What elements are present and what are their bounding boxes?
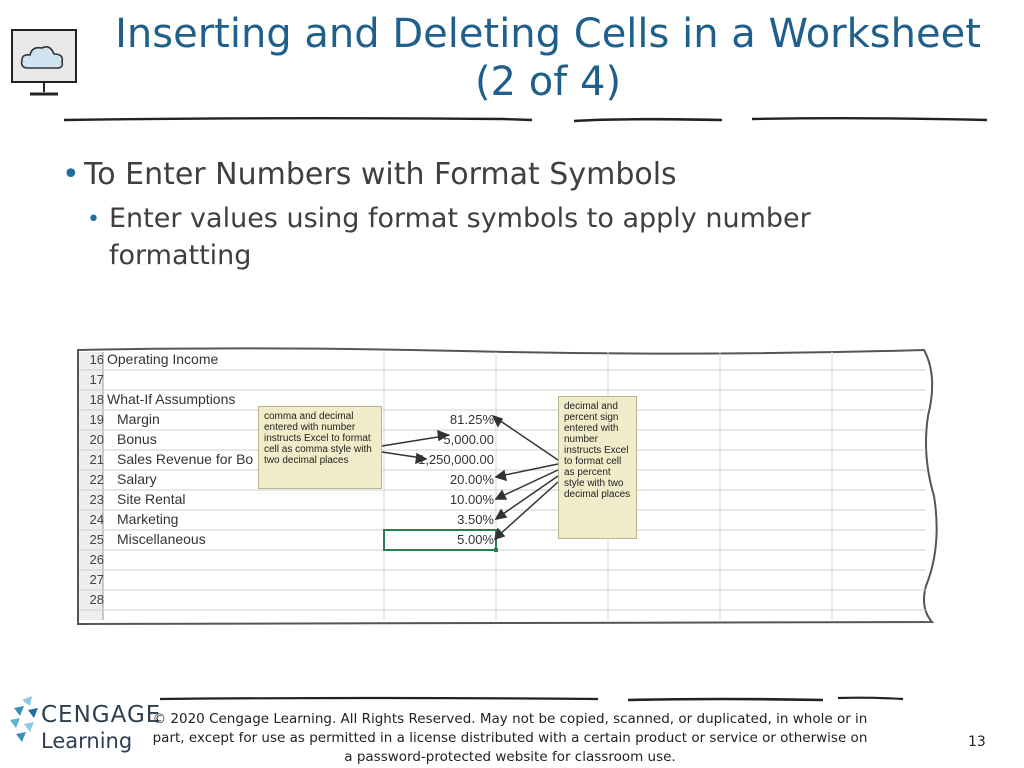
row-number: 28 (89, 592, 104, 607)
cell-label[interactable]: Marketing (117, 511, 179, 527)
footer-divider (159, 696, 904, 702)
logo-text-cengage: CENGAGE (41, 702, 162, 728)
bullet-text: Enter values using format symbols to app… (109, 203, 811, 271)
row-number: 20 (89, 432, 104, 447)
cloud-monitor-icon (8, 28, 80, 100)
bullet-text: To Enter Numbers with Format Symbols (84, 157, 677, 192)
worksheet-grid (77, 347, 938, 626)
cell-label[interactable]: What-If Assumptions (107, 391, 236, 407)
title-line-2: (2 of 4) (474, 59, 622, 105)
row-number: 25 (89, 532, 104, 547)
row-number: 21 (89, 452, 104, 467)
cengage-logo-icon (8, 694, 158, 758)
bullet-level-1: •To Enter Numbers with Format Symbols (62, 156, 942, 194)
cell-label[interactable]: Operating Income (107, 351, 219, 367)
bullet-dot-icon: • (87, 207, 100, 232)
copyright-notice: © 2020 Cengage Learning. All Rights Rese… (152, 711, 868, 765)
cell-value[interactable]: 5,000.00 (443, 432, 494, 447)
cell-value[interactable]: 3.50% (457, 512, 494, 527)
row-number: 18 (89, 392, 104, 407)
title-line-1: Inserting and Deleting Cells in a Worksh… (115, 11, 981, 57)
cell-value-selected[interactable]: 5.00% (457, 532, 494, 547)
cell-label[interactable]: Miscellaneous (117, 531, 206, 547)
row-number: 22 (89, 472, 104, 487)
cell-value[interactable]: 10.00% (449, 492, 494, 507)
row-number: 16 (89, 352, 104, 367)
page-title: Inserting and Deleting Cells in a Worksh… (92, 10, 1004, 106)
worksheet-figure: 16 17 18 19 20 21 22 23 24 25 26 27 28 O… (76, 346, 942, 630)
bullet-dot-icon: • (62, 157, 80, 192)
row-number: 19 (89, 412, 104, 427)
row-number: 23 (89, 492, 104, 507)
cell-label[interactable]: Bonus (117, 431, 157, 447)
row-number: 24 (89, 512, 104, 527)
row-number: 26 (89, 552, 104, 567)
cell-label[interactable]: Margin (117, 411, 160, 427)
row-number: 17 (89, 372, 104, 387)
row-number: 27 (89, 572, 104, 587)
bullet-list: •To Enter Numbers with Format Symbols •E… (62, 156, 942, 274)
cell-label[interactable]: Sales Revenue for Bo (117, 451, 254, 467)
cell-value[interactable]: 1,250,000.00 (418, 452, 494, 467)
page-number: 13 (968, 734, 986, 750)
callout-percent-style: decimal and percent sign entered with nu… (558, 396, 637, 539)
title-divider (63, 117, 988, 123)
cell-label[interactable]: Site Rental (117, 491, 186, 507)
cell-label[interactable]: Salary (117, 471, 157, 487)
logo-text-learning: Learning (41, 729, 133, 753)
cell-value[interactable]: 20.00% (449, 472, 494, 487)
bullet-level-2: • Enter values using format symbols to ap… (87, 200, 942, 274)
callout-comma-style: comma and decimal entered with number in… (258, 406, 382, 489)
cell-value[interactable]: 81.25% (449, 412, 494, 427)
